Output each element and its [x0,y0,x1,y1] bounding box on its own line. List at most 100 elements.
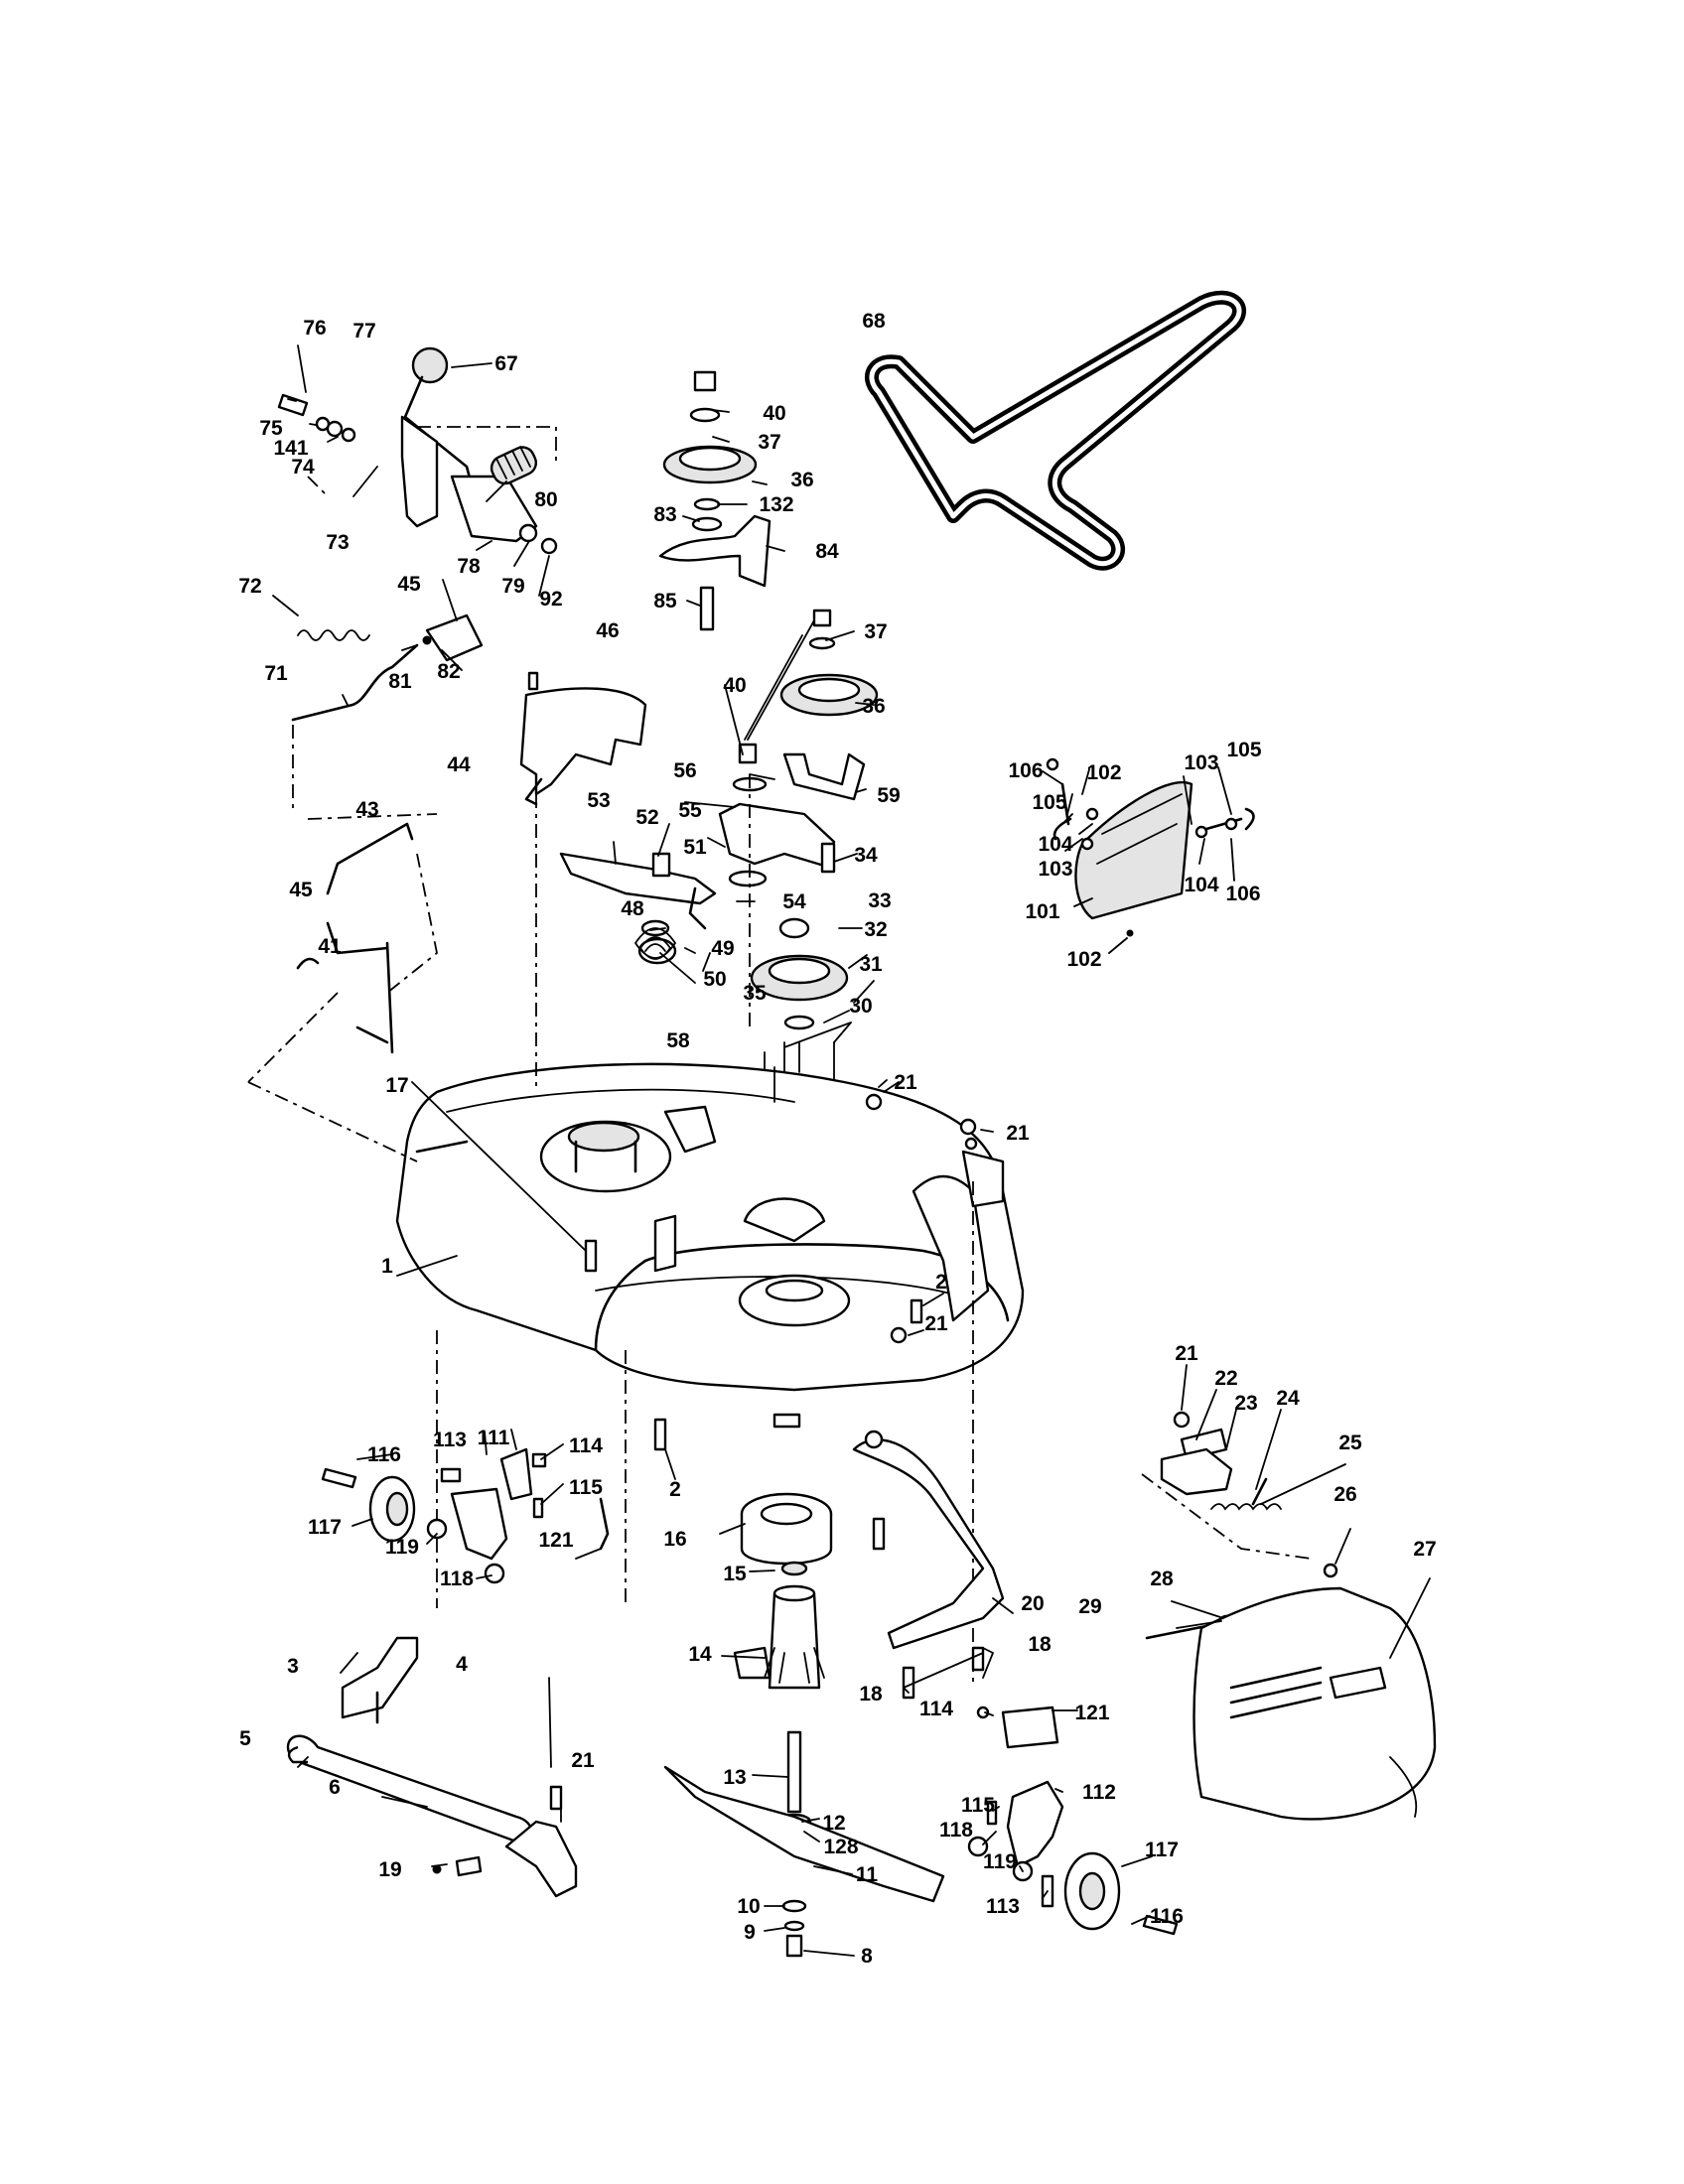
callout-48: 48 [621,897,644,920]
callout-104-a: 104 [1038,833,1072,856]
callout-2-lower: 2 [669,1478,681,1501]
callout-9: 9 [744,1921,756,1944]
callout-45-a: 45 [397,573,421,596]
idler-pulley-stack-top [658,370,772,631]
callout-37-a: 37 [758,431,780,454]
deck-hardware [535,774,978,1688]
callout-84: 84 [815,540,839,563]
callout-117-a: 117 [308,1516,342,1539]
shaft-13 [786,1730,802,1814]
lift-handle-assembly [277,346,558,662]
callout-74: 74 [291,456,315,478]
callout-19: 19 [378,1858,401,1881]
callout-18: 18 [1028,1633,1052,1656]
callout-labels: 1 2 2 3 4 5 6 8 9 10 11 12 13 14 15 16 1… [238,310,1436,1968]
callout-79: 79 [501,575,524,598]
callout-36-a: 36 [790,469,813,491]
callout-52: 52 [635,806,658,829]
callout-13: 13 [723,1766,746,1789]
callout-21-d: 21 [571,1749,595,1772]
callout-58: 58 [666,1029,690,1052]
callout-17: 17 [385,1074,408,1097]
callout-49: 49 [711,937,734,960]
callout-45-b: 45 [289,879,313,901]
callout-21-a: 21 [894,1071,917,1094]
callout-114-a: 114 [569,1434,603,1457]
callout-18-lower: 18 [859,1683,883,1706]
callout-78: 78 [457,555,481,578]
screw-17 [584,1239,598,1273]
callout-106-a: 106 [1008,759,1043,782]
callout-119-a: 119 [385,1536,419,1559]
callout-77: 77 [352,320,375,342]
callout-112: 112 [1082,1781,1116,1804]
bearing-15 [780,1561,808,1576]
callout-21-e: 21 [1175,1342,1198,1365]
spring-58 [634,927,677,960]
idler-arm-84 [658,514,772,588]
callout-71: 71 [264,662,288,685]
bracket-82 [425,614,484,662]
callout-81: 81 [388,670,412,693]
deck-shield [519,671,647,806]
callout-1: 1 [381,1255,393,1278]
callout-121-a: 121 [538,1529,573,1552]
deck-lift-links [286,1636,578,1898]
callout-24: 24 [1276,1387,1300,1410]
callout-119-b: 119 [983,1850,1017,1873]
callout-116-b: 116 [1150,1905,1184,1928]
callout-36-b: 36 [862,695,885,718]
lift-bracket [400,415,439,528]
callout-4: 4 [456,1653,468,1676]
callout-102-a: 102 [1086,761,1121,784]
drive-belt [865,290,1246,571]
callout-76: 76 [303,317,326,340]
shield-44 [519,687,647,796]
callout-14: 14 [688,1643,712,1666]
callout-73: 73 [326,531,349,554]
callout-28: 28 [1150,1568,1174,1590]
callout-50: 50 [703,968,726,991]
rod-43 [326,822,414,895]
callout-105-b: 105 [1226,739,1261,761]
callout-118-b: 118 [939,1819,973,1842]
front-baffle [852,1430,1005,1700]
plate-121b [1001,1706,1059,1749]
callout-6: 6 [329,1776,341,1799]
pin-5 [287,1745,308,1764]
callout-34: 34 [854,844,878,867]
callout-102-b: 102 [1066,948,1101,971]
callout-15: 15 [723,1563,747,1585]
nut-40b [738,743,758,764]
callout-32: 32 [864,918,887,941]
callout-103-b: 103 [1184,751,1218,774]
callout-16: 16 [663,1528,686,1551]
nut-118a [484,1563,505,1584]
callout-85: 85 [653,590,677,613]
bolt-76 [277,393,309,417]
callout-43: 43 [355,798,378,821]
callout-104-b: 104 [1184,874,1218,896]
callout-83: 83 [653,503,676,526]
callout-101: 101 [1025,900,1059,923]
handle-knob [411,346,449,384]
callout-12: 12 [822,1812,845,1835]
bracket-59 [782,752,866,801]
washer-10 [781,1899,807,1913]
callout-44: 44 [447,753,471,776]
washer-119a [426,1518,448,1540]
callout-11: 11 [856,1863,879,1886]
leader-lines [272,344,1431,1957]
callout-54: 54 [782,890,806,913]
bracket-112 [1006,1780,1064,1868]
callout-40-a: 40 [763,402,785,425]
callout-72: 72 [238,575,261,598]
rod-41 [385,941,394,1054]
callout-30: 30 [849,995,872,1018]
callout-141: 141 [273,437,308,460]
callout-117-b: 117 [1145,1839,1179,1861]
mower-deck [247,1062,1025,1608]
bolt-113a [440,1467,462,1483]
callout-46: 46 [596,619,619,642]
callout-111: 111 [478,1427,510,1449]
